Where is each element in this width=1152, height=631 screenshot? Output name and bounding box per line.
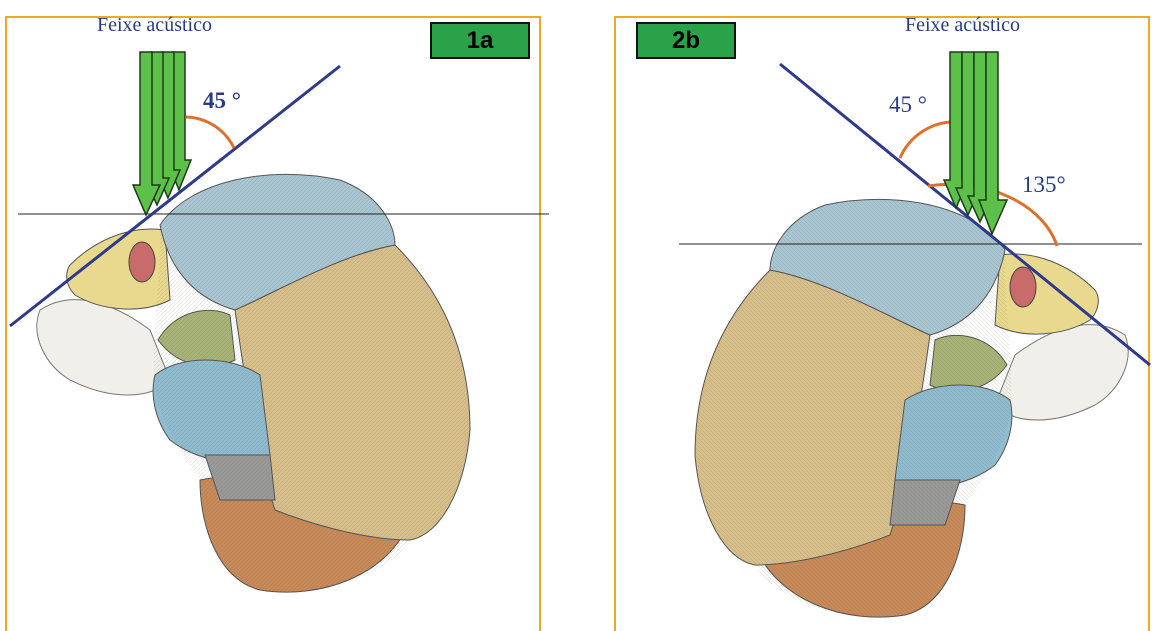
beam-label-left: Feixe acústico	[97, 14, 212, 37]
angle-label-135-right: 135°	[1022, 172, 1066, 198]
beam-label-right: Feixe acústico	[905, 14, 1020, 37]
skull-right	[695, 199, 1128, 617]
panel-tag-1a: 1a	[430, 22, 530, 59]
angle-arc-45-right	[900, 122, 950, 158]
angle-label-45-right: 45 °	[889, 92, 927, 118]
panel-tag-2b: 2b	[636, 22, 736, 59]
angle-arc-45-left	[186, 117, 234, 148]
angle-label-45-left: 45 °	[203, 88, 241, 114]
